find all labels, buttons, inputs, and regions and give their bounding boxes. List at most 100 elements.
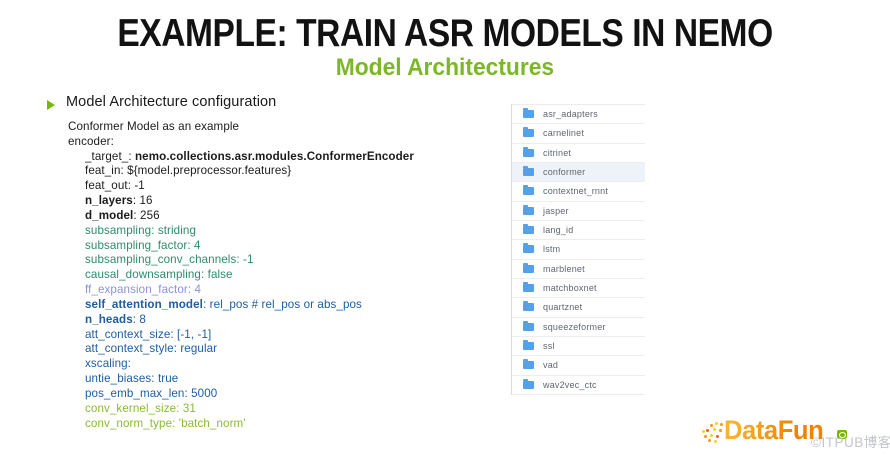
- code-line: xscaling:: [68, 357, 498, 372]
- datafun-logo: DataFun: [724, 415, 824, 445]
- code-line: n_heads: 8: [68, 313, 498, 328]
- code-line: pos_emb_max_len: 5000: [68, 387, 498, 402]
- file-row-conformer[interactable]: conformer: [512, 162, 645, 183]
- code-line: untie_biases: true: [68, 372, 498, 387]
- file-label: ssl: [543, 341, 555, 352]
- file-row-ssl[interactable]: ssl: [512, 337, 645, 357]
- file-row-matchboxnet[interactable]: matchboxnet: [512, 279, 645, 299]
- file-row-carnelinet[interactable]: carnelinet: [512, 124, 645, 144]
- file-row-jasper[interactable]: jasper: [512, 202, 645, 221]
- code-text: xscaling:: [85, 357, 132, 371]
- file-row-lang_id[interactable]: lang_id: [512, 221, 645, 241]
- slide-subtitle: Model Architectures: [335, 54, 555, 81]
- file-label: matchboxnet: [543, 283, 597, 294]
- code-line: _target_: nemo.collections.asr.modules.C…: [68, 150, 498, 165]
- file-label: contextnet_rnnt: [543, 186, 609, 197]
- file-panel: asr_adapters carnelinet citrinet conformer c…: [511, 104, 645, 395]
- folder-list: asr_adapters carnelinet citrinet conformer c…: [512, 105, 645, 395]
- bullet-triangle-icon: [47, 100, 55, 110]
- file-row-squeezeformer[interactable]: squeezeformer: [512, 318, 645, 337]
- folder-icon: [523, 166, 534, 177]
- code-text: encoder:: [68, 134, 114, 148]
- folder-icon: [523, 340, 534, 351]
- file-label: wav2vec_ctc: [543, 379, 597, 390]
- folder-icon: [523, 185, 534, 196]
- folder-icon: [523, 282, 534, 293]
- file-label: lang_id: [543, 225, 574, 236]
- slide-subtitle-row: Model Architectures: [0, 54, 890, 82]
- code-text: att_context_style: regular: [85, 342, 218, 356]
- folder-icon: [523, 359, 534, 370]
- folder-icon: [523, 243, 534, 254]
- code-line: causal_downsampling: false: [68, 268, 498, 283]
- code-line: n_layers: 16: [68, 194, 498, 209]
- code-line: ff_expansion_factor: 4: [68, 283, 498, 298]
- folder-icon: [523, 146, 534, 157]
- code-text: att_context_size: [-1, -1]: [85, 327, 212, 341]
- file-label: vad: [543, 360, 559, 371]
- code-key: self_attention_model: [85, 297, 203, 311]
- code-text: : rel_pos # rel_pos or abs_pos: [202, 297, 362, 311]
- slide-title-row: EXAMPLE: TRAIN ASR MODELS IN NEMO: [0, 12, 890, 56]
- code-key: nemo.collections.asr.modules.ConformerEn…: [135, 149, 414, 163]
- folder-icon: [523, 301, 534, 312]
- code-line: conv_norm_type: 'batch_norm': [68, 417, 498, 432]
- code-text: : 8: [132, 312, 146, 326]
- code-line: feat_in: ${model.preprocessor.features}: [68, 164, 498, 179]
- code-text: subsampling: striding: [85, 223, 197, 237]
- itpub-watermark: ©ITPUB博客: [811, 435, 890, 450]
- code-key: d_model: [85, 208, 134, 222]
- code-line: subsampling_conv_channels: -1: [68, 253, 498, 268]
- code-text: : 256: [133, 208, 160, 222]
- code-key: n_layers: [85, 194, 133, 208]
- file-label: lstm: [543, 244, 561, 255]
- page-title: EXAMPLE: TRAIN ASR MODELS IN NEMO: [117, 12, 773, 55]
- file-label: conformer: [543, 167, 586, 178]
- file-row-wav2vec_ctc[interactable]: wav2vec_ctc: [512, 376, 645, 395]
- code-text: pos_emb_max_len: 5000: [85, 386, 218, 400]
- code-line: subsampling_factor: 4: [68, 239, 498, 254]
- code-line: Conformer Model as an example: [68, 120, 498, 135]
- file-label: quartznet: [543, 302, 583, 313]
- code-text: causal_downsampling: false: [85, 268, 233, 282]
- code-text: feat_out: -1: [85, 179, 145, 193]
- code-line: feat_out: -1: [68, 179, 498, 194]
- datafun-dots-icon: [702, 430, 705, 433]
- code-line: att_context_style: regular: [68, 342, 498, 357]
- folder-icon: [523, 204, 534, 215]
- code-text: Conformer Model as an example: [68, 120, 240, 133]
- code-line: att_context_size: [-1, -1]: [68, 328, 498, 343]
- code-text: subsampling_factor: 4: [85, 238, 201, 252]
- file-label: citrinet: [543, 147, 572, 158]
- code-text: ff_expansion_factor: 4: [85, 283, 202, 297]
- code-key: n_heads: [85, 312, 133, 326]
- file-row-contextnet_rnnt[interactable]: contextnet_rnnt: [512, 182, 645, 202]
- file-row-quartznet[interactable]: quartznet: [512, 298, 645, 318]
- file-label: jasper: [543, 205, 569, 216]
- file-row-citrinet[interactable]: citrinet: [512, 144, 645, 163]
- file-row-marblenet[interactable]: marblenet: [512, 260, 645, 279]
- nvidia-logo-fragment: [837, 430, 847, 439]
- code-line: encoder:: [68, 135, 498, 150]
- code-line: subsampling: striding: [68, 224, 498, 239]
- folder-icon: [523, 320, 534, 331]
- file-row-vad[interactable]: vad: [512, 356, 645, 376]
- code-text: untie_biases: true: [85, 372, 179, 386]
- code-text: feat_in: ${model.preprocessor.features}: [85, 164, 292, 178]
- code-line: conv_kernel_size: 31: [68, 402, 498, 417]
- file-label: marblenet: [543, 263, 585, 274]
- code-line: d_model: 256: [68, 209, 498, 224]
- section-heading: Model Architecture configuration: [66, 94, 277, 110]
- file-row-asr_adapters[interactable]: asr_adapters: [512, 105, 645, 125]
- folder-icon: [523, 127, 534, 138]
- folder-icon: [523, 224, 534, 235]
- file-label: squeezeformer: [543, 321, 606, 332]
- folder-icon: [523, 108, 534, 119]
- code-line: self_attention_model: rel_pos # rel_pos …: [68, 298, 498, 313]
- code-text: : 16: [132, 194, 153, 208]
- code-text: _target_:: [85, 149, 135, 163]
- file-row-lstm[interactable]: lstm: [512, 240, 645, 260]
- file-label: carnelinet: [543, 128, 585, 139]
